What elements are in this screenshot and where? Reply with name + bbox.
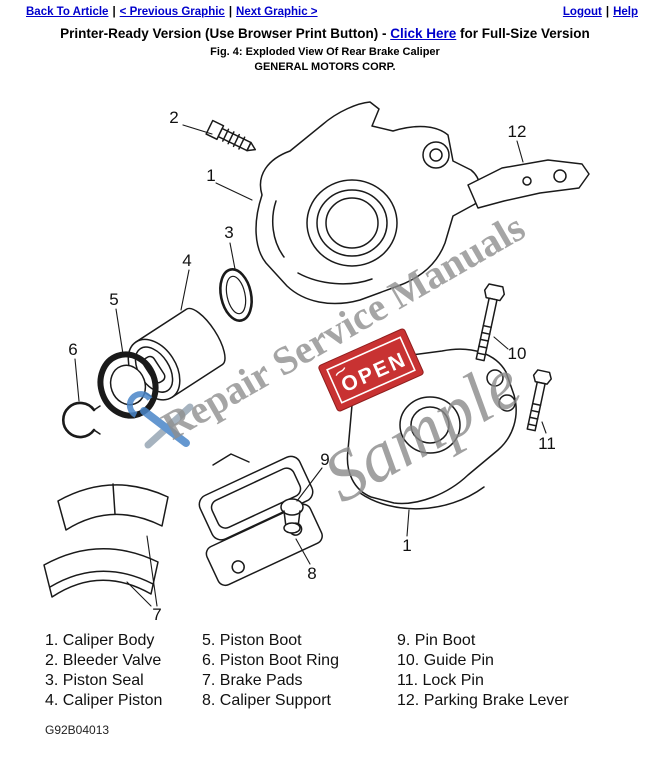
caliper-body-drawing — [255, 101, 481, 305]
caliper-support-drawing — [198, 453, 323, 587]
legend-column-2: 5. Piston Boot 6. Piston Boot Ring 7. Br… — [202, 631, 397, 711]
callout-5: 5 — [109, 290, 118, 309]
callout-9: 9 — [320, 450, 329, 469]
nav-separator: | — [605, 6, 610, 18]
callout-11: 11 — [538, 434, 556, 453]
guide-pin-drawing — [475, 283, 506, 362]
nav-right: Logout|Help — [563, 6, 640, 18]
legend-item-8: 8. Caliper Support — [202, 692, 331, 709]
legend-item-7: 7. Brake Pads — [202, 672, 303, 689]
printer-ready-suffix: for Full-Size Version — [456, 26, 590, 41]
open-sign: OPEN — [318, 328, 424, 412]
back-to-article-link[interactable]: Back To Article — [26, 6, 109, 18]
legend-column-3: 9. Pin Boot 10. Guide Pin 11. Lock Pin 1… — [397, 631, 569, 711]
leader-lines — [74, 124, 547, 607]
nav-separator: | — [112, 6, 116, 18]
piston-boot-ring-drawing — [62, 401, 101, 439]
callout-3: 3 — [224, 223, 233, 242]
callout-labels: 2 1 3 4 5 6 12 10 11 9 8 1 7 — [68, 108, 556, 624]
legend-item-11: 11. Lock Pin — [397, 672, 484, 689]
callout-4: 4 — [182, 251, 191, 270]
bleeder-valve-drawing — [205, 119, 257, 152]
callout-8: 8 — [307, 564, 316, 583]
click-here-link[interactable]: Click Here — [390, 26, 457, 41]
brake-pads-drawing — [43, 483, 169, 598]
legend-item-9: 9. Pin Boot — [397, 632, 476, 649]
legend-item-4: 4. Caliper Piston — [45, 692, 163, 709]
nav-separator: | — [228, 6, 233, 18]
parking-brake-lever-drawing — [467, 159, 590, 209]
legend-item-6: 6. Piston Boot Ring — [202, 652, 339, 669]
watermark-tools-icon — [126, 391, 194, 449]
piston-seal-drawing — [219, 268, 253, 322]
callout-1b: 1 — [402, 536, 411, 555]
lock-pin-drawing — [526, 369, 552, 432]
callout-1: 1 — [206, 166, 215, 185]
logout-link[interactable]: Logout — [562, 6, 602, 18]
printer-ready-line: Printer-Ready Version (Use Browser Print… — [0, 26, 650, 41]
legend-item-10: 10. Guide Pin — [397, 652, 494, 669]
figure-code: G92B04013 — [45, 723, 110, 737]
figure-title: Fig. 4: Exploded View Of Rear Brake Cali… — [210, 46, 440, 58]
legend-item-1: 1. Caliper Body — [45, 632, 155, 649]
previous-graphic-link[interactable]: < Previous Graphic — [119, 6, 225, 18]
top-nav: Back To Article|< Previous Graphic|Next … — [0, 0, 650, 20]
company-name: GENERAL MOTORS CORP. — [254, 61, 396, 73]
nav-left: Back To Article|< Previous Graphic|Next … — [26, 6, 318, 18]
legend-column-1: 1. Caliper Body 2. Bleeder Valve 3. Pist… — [45, 631, 202, 711]
pin-boot-drawing — [280, 498, 304, 534]
next-graphic-link[interactable]: Next Graphic > — [236, 6, 318, 18]
legend-item-3: 3. Piston Seal — [45, 672, 144, 689]
callout-10: 10 — [508, 344, 527, 363]
callout-7: 7 — [152, 605, 161, 624]
callout-2: 2 — [169, 108, 178, 127]
page: Back To Article|< Previous Graphic|Next … — [0, 0, 650, 737]
callout-12: 12 — [508, 122, 527, 141]
legend-item-12: 12. Parking Brake Lever — [397, 692, 569, 709]
legend: 1. Caliper Body 2. Bleeder Valve 3. Pist… — [0, 631, 650, 711]
diagram-svg: Repair Service Manuals Sample OPEN 2 1 3… — [43, 101, 590, 624]
help-link[interactable]: Help — [613, 6, 638, 18]
callout-6: 6 — [68, 340, 77, 359]
legend-item-2: 2. Bleeder Valve — [45, 652, 162, 669]
printer-ready-prefix: Printer-Ready Version (Use Browser Print… — [60, 26, 391, 41]
legend-item-5: 5. Piston Boot — [202, 632, 302, 649]
